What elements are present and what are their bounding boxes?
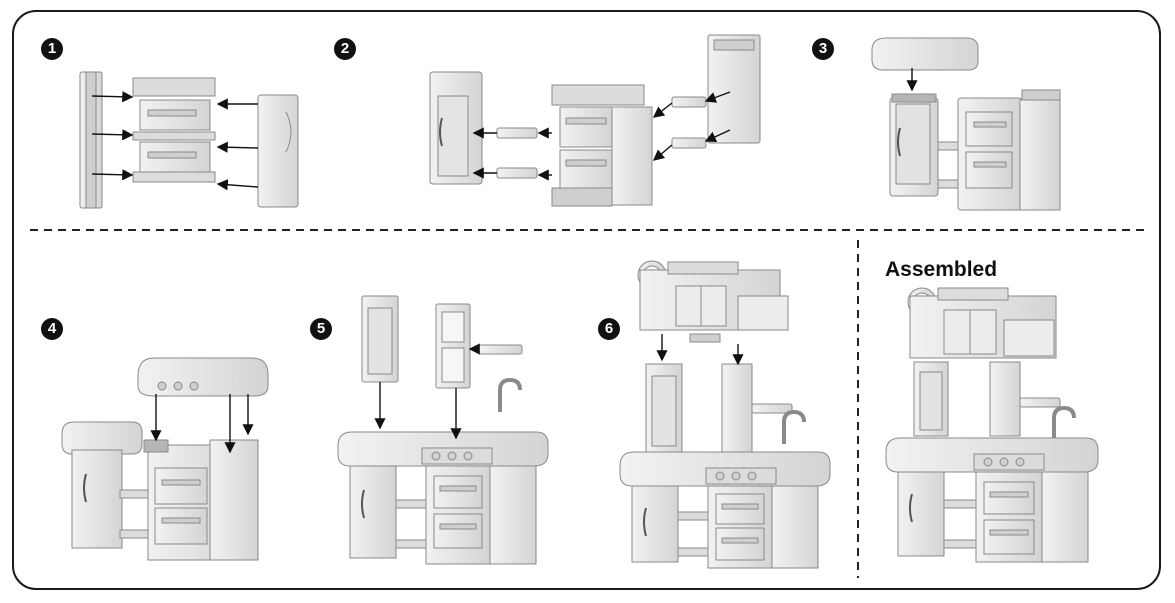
step-2-arrows: [472, 91, 731, 181]
step-5-illustration: [337, 295, 549, 565]
step-4-arrows: [150, 394, 254, 454]
step-3-badge: 3: [812, 38, 834, 60]
assembled-heading: Assembled: [885, 258, 998, 281]
step-6-illustration: [619, 260, 831, 569]
step-5-arrows: [374, 343, 480, 440]
step-4-badge: 4: [41, 318, 63, 340]
step-1-badge: 1: [41, 38, 63, 60]
step-2-illustration: [429, 34, 761, 207]
step-3-illustration: [871, 37, 1061, 211]
step-5-badge: 5: [310, 318, 332, 340]
step-1-arrows: [91, 91, 259, 191]
step-1-illustration: [79, 71, 299, 209]
step-6-badge: 6: [598, 318, 620, 340]
instruction-frame: [12, 10, 1161, 590]
step-6-arrows: [656, 334, 744, 366]
step-4-illustration: [61, 357, 269, 561]
step-2-badge: 2: [334, 38, 356, 60]
assembled-illustration: [885, 287, 1099, 563]
